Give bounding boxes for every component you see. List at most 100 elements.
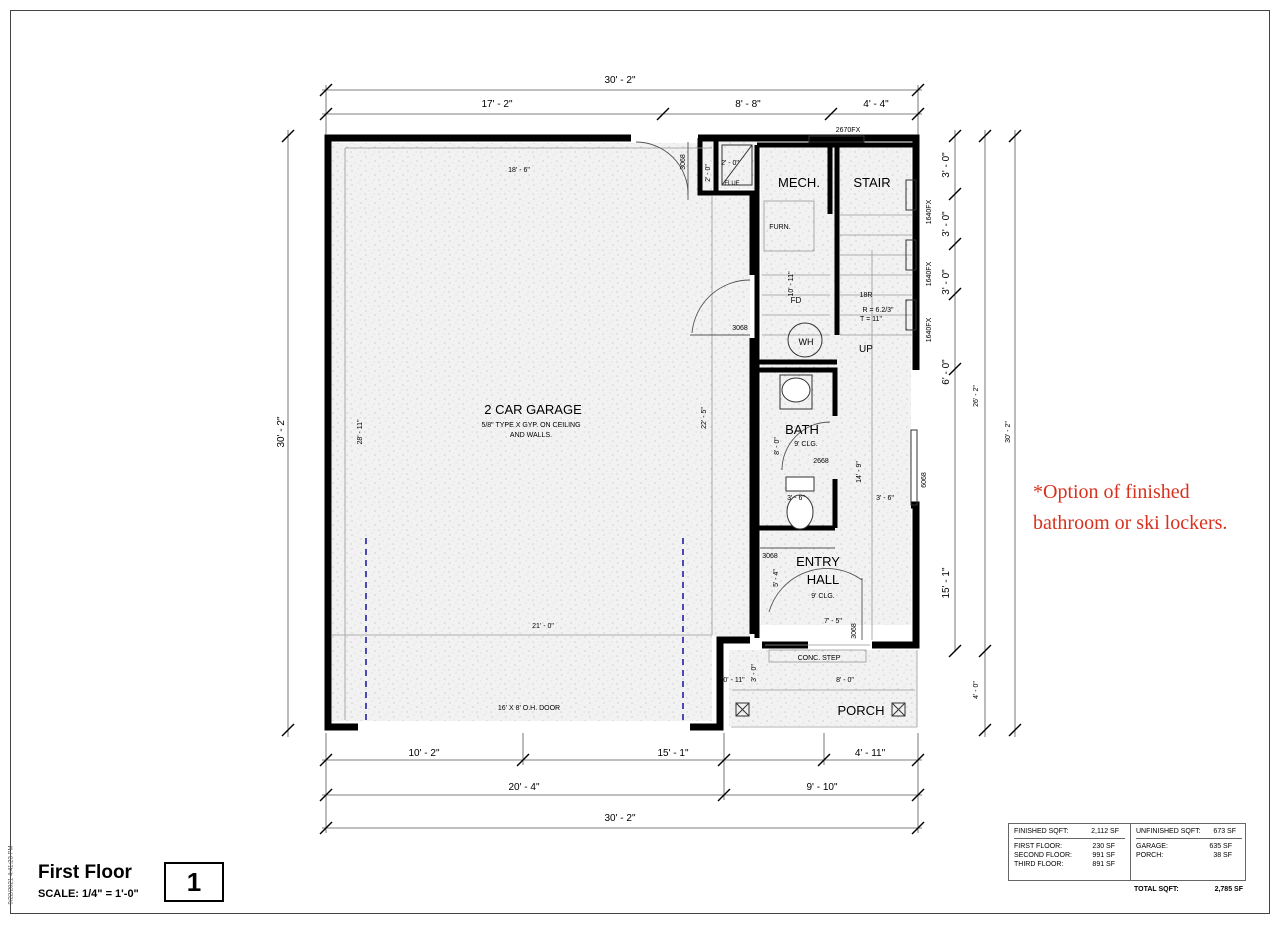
third-floor-label: THIRD FLOOR: xyxy=(1014,861,1064,868)
dim-bottom-1a: 10' - 2" xyxy=(408,748,439,759)
door-swings xyxy=(635,141,863,640)
room-label-stair: STAIR xyxy=(853,175,890,190)
concrete-step-label: CONC. STEP xyxy=(798,655,841,662)
dim-bottom-1b: 15' - 1" xyxy=(657,748,688,759)
dim-toilet-width: 3' - 6" xyxy=(787,495,805,502)
window-tag-top: 2670FX xyxy=(836,127,861,134)
dim-bath-depth: 8' - 0" xyxy=(774,437,781,455)
option-note: *Option of finished bathroom or ski lock… xyxy=(1033,477,1273,539)
first-floor-value: 230 SF xyxy=(1092,843,1115,850)
dim-top-seg2: 8' - 8" xyxy=(735,99,761,110)
floor-fill xyxy=(332,137,917,726)
unfinished-value: 673 SF xyxy=(1213,828,1236,835)
door-tag-right: 6068 xyxy=(921,472,928,488)
garage-note-2: AND WALLS. xyxy=(510,432,552,439)
room-label-bath: BATH xyxy=(785,422,819,437)
dimension-lines xyxy=(287,85,1016,833)
garage-note-1: 5/8" TYPE X GYP. ON CEILING xyxy=(481,422,580,429)
dim-bottom-2b: 9' - 10" xyxy=(806,782,837,793)
third-floor-value: 891 SF xyxy=(1092,861,1115,868)
sheet-border xyxy=(10,10,1270,914)
sqft-unfinished-column: UNFINISHED SQFT: 673 SF GARAGE: 635 SF P… xyxy=(1131,824,1247,880)
sheet-number: 1 xyxy=(164,862,224,902)
door-tag-garage-top: 3068 xyxy=(680,154,687,170)
bath-ceiling: 9' CLG. xyxy=(794,441,818,448)
dim-garage-width: 18' - 6" xyxy=(508,167,530,174)
interior-walls xyxy=(697,138,916,638)
overhead-door-label: 16' X 8' O.H. DOOR xyxy=(498,705,560,712)
dimension-ticks xyxy=(281,83,1022,835)
stair-up-label: UP xyxy=(859,344,873,355)
dim-right-e: 15' - 1" xyxy=(941,567,952,598)
door-tag-entry-left: 3068 xyxy=(762,553,778,560)
dim-garage-door-line: 21' - 0" xyxy=(532,623,554,630)
sqft-finished-header: FINISHED SQFT: 2,112 SF xyxy=(1014,828,1125,839)
room-label-porch: PORCH xyxy=(838,703,885,718)
dim-garage-depth: 28' - 11" xyxy=(357,419,364,445)
room-label-mech: MECH. xyxy=(778,175,820,190)
porch-sqft-label: PORCH: xyxy=(1136,852,1164,859)
total-sqft: TOTAL SQFT: 2,785 SF xyxy=(1134,886,1246,893)
print-stamp: 9/22/2021 4:41:23 PM xyxy=(8,845,15,905)
room-label-hall: HALL xyxy=(807,572,840,587)
dim-garage-inner: 22' - 5" xyxy=(701,407,708,429)
sqft-row: PORCH: 38 SF xyxy=(1136,852,1242,861)
garage-sqft-value: 635 SF xyxy=(1209,843,1232,850)
window-tag-stair3: 1640FX xyxy=(926,317,933,342)
option-note-line1: *Option of finished xyxy=(1033,481,1190,503)
garage-sqft-label: GARAGE: xyxy=(1136,843,1168,850)
dim-top-seg1: 17' - 2" xyxy=(481,99,512,110)
door-tag-mech: 3068 xyxy=(732,325,748,332)
stair-risers: 18R xyxy=(860,292,873,299)
sqft-row: SECOND FLOOR: 991 SF xyxy=(1014,852,1125,861)
stair-riser-height: R = 6.2/3" xyxy=(862,307,894,314)
window-tag-stair1: 1640FX xyxy=(926,199,933,224)
sqft-table: FINISHED SQFT: 2,112 SF FIRST FLOOR: 230… xyxy=(1008,823,1246,881)
stair-tread: T = 11" xyxy=(860,316,882,323)
title-block: First Floor SCALE: 1/4" = 1'-0" xyxy=(38,862,139,900)
flue-label: FLUE xyxy=(724,181,739,187)
dim-left-overall: 30' - 2" xyxy=(276,416,287,447)
dim-right-mid: 26' - 2" xyxy=(973,385,980,407)
second-floor-value: 991 SF xyxy=(1092,852,1115,859)
water-heater-label: WH xyxy=(799,337,814,347)
dim-flue-width: 2' - 0" xyxy=(721,160,739,167)
finished-label: FINISHED SQFT: xyxy=(1014,828,1069,835)
dim-right-b: 3' - 0" xyxy=(941,211,952,237)
dim-porch-small1: 0' - 11" xyxy=(723,677,745,684)
second-floor-label: SECOND FLOOR: xyxy=(1014,852,1072,859)
unfinished-label: UNFINISHED SQFT: xyxy=(1136,828,1201,835)
sqft-unfinished-header: UNFINISHED SQFT: 673 SF xyxy=(1136,828,1242,839)
fixtures xyxy=(721,135,918,717)
total-sqft-value: 2,785 SF xyxy=(1214,886,1243,893)
dim-porch-small2: 3' - 0" xyxy=(751,664,758,682)
first-floor-label: FIRST FLOOR: xyxy=(1014,843,1063,850)
drawing-title: First Floor xyxy=(38,862,132,883)
dim-right-c: 3' - 0" xyxy=(941,269,952,295)
sqft-row: GARAGE: 635 SF xyxy=(1136,843,1242,852)
door-tag-entry-front: 3068 xyxy=(851,623,858,639)
dim-stair-depth: 10' - 11" xyxy=(788,271,795,297)
dim-bottom-2a: 20' - 4" xyxy=(508,782,539,793)
dim-right-outer: 30' - 2" xyxy=(1005,421,1012,443)
dim-flue-height: 2' - 0" xyxy=(705,164,712,182)
dim-hall-depth: 14' - 9" xyxy=(856,461,863,483)
finished-value: 2,112 SF xyxy=(1091,828,1119,835)
dim-entry-depth: 5' - 4" xyxy=(773,569,780,587)
door-tag-bath: 2668 xyxy=(813,458,829,465)
option-note-line2: bathroom or ski lockers. xyxy=(1033,512,1228,534)
reference-lines xyxy=(332,147,918,728)
dim-entry-width: 7' - 5" xyxy=(824,618,842,625)
dim-right-d: 6' - 0" xyxy=(941,359,952,385)
dim-porch-width: 8' - 0" xyxy=(836,677,854,684)
dim-hall-width: 3' - 6" xyxy=(876,495,894,502)
dim-right-a: 3' - 0" xyxy=(941,152,952,178)
floor-drain-label: FD xyxy=(791,296,802,305)
sqft-row: FIRST FLOOR: 230 SF xyxy=(1014,843,1125,852)
sqft-row: THIRD FLOOR: 891 SF xyxy=(1014,861,1125,870)
dim-bottom-1c: 4' - 11" xyxy=(855,748,886,759)
room-label-entry: ENTRY xyxy=(796,554,840,569)
total-sqft-label: TOTAL SQFT: xyxy=(1134,886,1179,893)
furnace-label: FURN. xyxy=(769,224,790,231)
